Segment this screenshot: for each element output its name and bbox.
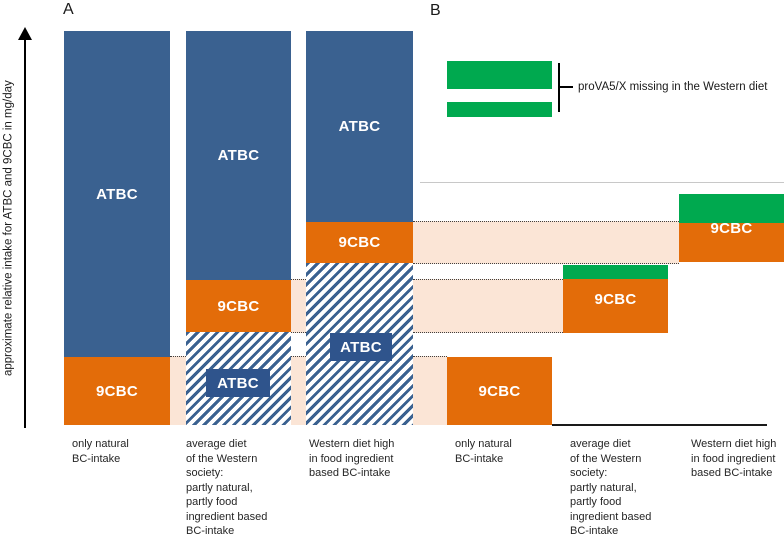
legend-label: proVA5/X missing in the Western diet (578, 81, 768, 93)
category-label-a2: average diet of the Western society: par… (186, 438, 268, 537)
bar-a2-food-atbc-chip: ATBC (206, 369, 270, 397)
bar-a3-9cbc-segment: 9CBC (306, 222, 413, 263)
legend-missing-bar-small (447, 102, 552, 117)
y-axis-arrow-head-icon (18, 27, 32, 40)
bar-b3-9cbc-label: 9CBC (710, 219, 753, 237)
bar-a3-atbc-segment: ATBC (306, 31, 413, 222)
bar-b2-missing-segment (563, 265, 668, 279)
bar-b1-9cbc-label: 9CBC (478, 382, 521, 400)
bar-b2-label-overlay: 9CBC (563, 265, 668, 333)
connector-band-average-seg1 (291, 279, 306, 333)
panel-b-gridline (420, 182, 784, 183)
bar-b1-9cbc-segment: 9CBC (447, 357, 552, 425)
bar-a2-9cbc-segment: 9CBC (186, 280, 291, 332)
category-label-a3: Western diet high in food ingredient bas… (309, 438, 395, 479)
panel-b-label: B (430, 2, 441, 19)
bar-b3-label-overlay: 9CBC (679, 194, 784, 262)
bar-a3-food-atbc-label: ATBC (340, 338, 382, 356)
category-label-b3: Western diet high in food ingredient bas… (691, 438, 777, 479)
bar-a3-food-atbc-chip: ATBC (330, 333, 392, 361)
bar-a3-9cbc-label: 9CBC (338, 234, 381, 251)
panel-b-baseline (552, 424, 767, 426)
y-axis-label: approximate relative intake for ATBC and… (2, 80, 15, 376)
bar-a1-9cbc-label: 9CBC (95, 382, 139, 400)
connector-band-natural-seg3 (413, 356, 447, 425)
bar-a1-9cbc-segment: 9CBC (64, 357, 170, 425)
bar-a1-atbc-label: ATBC (96, 185, 138, 203)
connector-band-average-seg2 (413, 279, 563, 333)
bar-b2-9cbc-label: 9CBC (594, 290, 637, 308)
connector-band-natural-seg1 (170, 356, 186, 425)
connector-band-natural-seg2 (291, 356, 306, 425)
panel-a-label: A (63, 1, 74, 18)
bar-b2-9cbc-segment (563, 279, 668, 333)
connector-band-western-seg1 (413, 221, 679, 264)
bar-b3-missing-segment (679, 194, 784, 223)
bar-a2-9cbc-label: 9CBC (217, 297, 260, 315)
category-label-b2: average diet of the Western society: par… (570, 438, 652, 537)
category-label-b1: only natural BC-intake (455, 438, 512, 465)
bar-a1-atbc-segment: ATBC (64, 31, 170, 357)
category-label-a1: only natural BC-intake (72, 438, 129, 465)
bar-a3-atbc-label: ATBC (338, 118, 381, 135)
legend-missing-bar-large (447, 61, 552, 89)
bar-a2-food-atbc-label: ATBC (217, 374, 259, 392)
y-axis-arrow (24, 38, 26, 428)
bar-b3-9cbc-segment (679, 223, 784, 262)
bar-a2-atbc-label: ATBC (217, 147, 260, 164)
bar-a2-atbc-segment: ATBC (186, 31, 291, 280)
legend-bracket-tick (558, 86, 573, 88)
